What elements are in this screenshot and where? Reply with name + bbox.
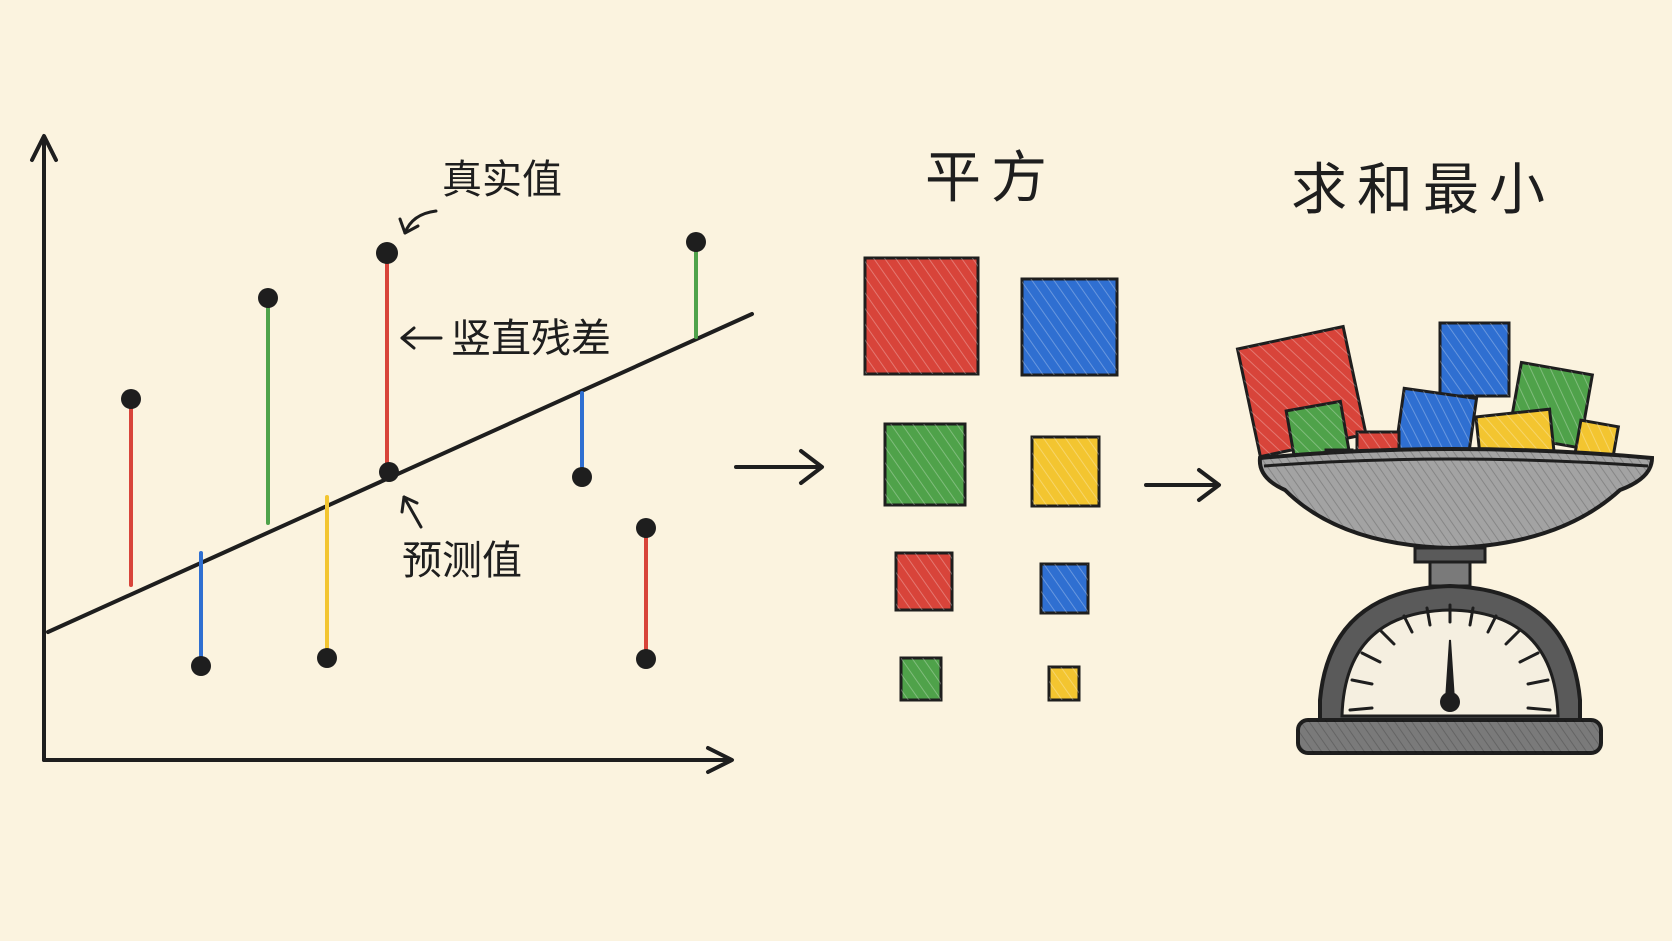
vertical-residual-label: 竖直残差 <box>451 316 611 362</box>
true-value-pointer <box>403 209 438 235</box>
sum-minimize-title: 求和最小 <box>1291 158 1555 223</box>
true-value-pointer-head <box>398 217 420 235</box>
kitchen-scale-icon <box>1235 321 1655 755</box>
data-point <box>636 518 656 538</box>
predicted-value-label: 预测值 <box>402 538 522 584</box>
scale-dial-ticks <box>1348 603 1552 712</box>
data-point <box>572 467 592 487</box>
arrow-right-icon <box>734 449 824 485</box>
regression-line <box>46 312 754 634</box>
scale-pan-rim <box>1263 457 1649 468</box>
squared-residuals <box>863 256 1119 702</box>
predicted-value-point <box>379 462 399 482</box>
data-point <box>191 656 211 676</box>
data-point <box>258 288 278 308</box>
y-axis-arrowhead <box>30 134 58 162</box>
scale-stem-cap <box>1413 546 1487 564</box>
residual-pointer-head <box>400 326 416 350</box>
scale-stem <box>1428 560 1472 588</box>
data-point <box>686 232 706 252</box>
true-value-point <box>376 242 398 264</box>
arrow-right-icon <box>1144 468 1221 502</box>
predicted-value-pointer-head <box>400 495 419 514</box>
data-point <box>121 389 141 409</box>
true-value-label: 真实值 <box>442 157 562 203</box>
data-point <box>636 649 656 669</box>
square-title: 平方 <box>925 146 1057 211</box>
data-point <box>317 648 337 668</box>
x-axis-arrowhead <box>706 746 734 774</box>
regression-plot: 真实值 竖直残差 预测值 <box>30 134 754 774</box>
scale-needle-hub <box>1440 692 1460 712</box>
predicted-value-pointer <box>402 495 423 529</box>
